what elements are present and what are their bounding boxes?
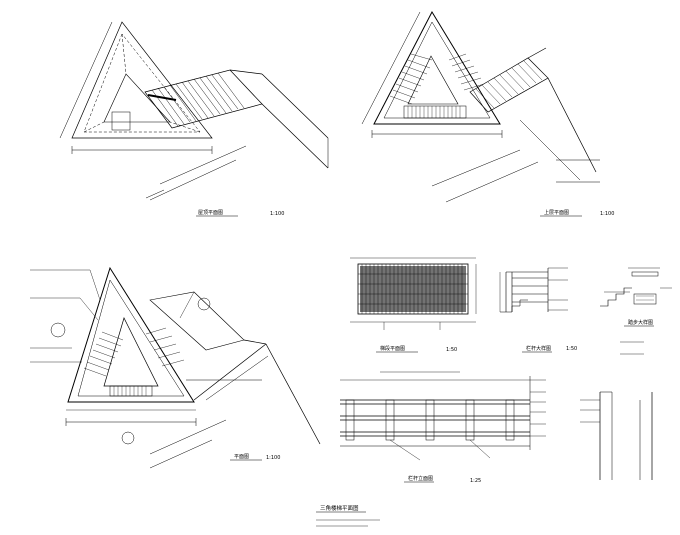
upper-plan-drawing [361,10,600,203]
railing-elevation-title: 栏杆立面图 [408,475,433,482]
railing-detail-title: 栏杆大样图 [526,345,551,352]
railing-detail-drawing [499,267,568,313]
roof-plan-title: 屋顶平面图 [198,210,223,216]
project-title: 三角楼梯平面图 [320,504,359,512]
upper-plan-scale: 1:100 [600,211,614,217]
railing-elevation-scale: 1:25 [470,478,481,484]
ground-plan-scale: 1:100 [266,455,280,461]
stair-plan-drawing [350,257,477,330]
roof-plan-drawing [59,21,329,201]
section-drawing [580,391,653,480]
stair-plan-scale: 1:50 [446,347,457,353]
railing-detail-scale: 1:50 [566,346,577,352]
stair-plan-title: 梯段平面图 [380,345,405,352]
roof-plan-scale: 1:100 [270,211,284,217]
ground-plan-title: 平面图 [234,454,249,460]
step-detail-title: 踏步大样图 [628,319,653,326]
upper-plan-title: 上层平面图 [544,209,569,216]
railing-elevation-drawing [340,371,546,461]
ground-plan-drawing [30,266,321,469]
step-detail-drawing [600,267,672,355]
